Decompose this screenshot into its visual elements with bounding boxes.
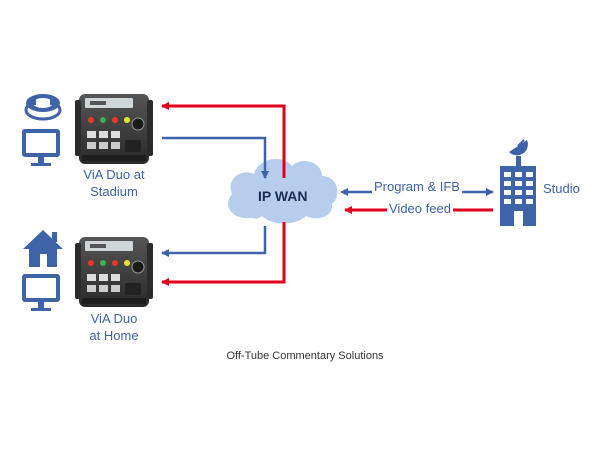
via-duo-device-home — [75, 237, 153, 307]
house-icon — [23, 230, 63, 267]
monitor-icon — [22, 129, 60, 166]
figure-caption: Off-Tube Commentary Solutions — [226, 350, 384, 362]
ip-wan-label: IP WAN — [258, 188, 308, 204]
program-ifb-arrow-head-left — [340, 188, 348, 196]
device-stadium-label-line2: Stadium — [90, 184, 138, 199]
device-stadium-label-line1: ViA Duo at — [83, 167, 145, 182]
video-feed-label: Video feed — [387, 200, 453, 217]
via-duo-device-stadium — [75, 94, 153, 164]
program-path-stadium — [162, 136, 269, 179]
program-ifb-label: Program & IFB — [372, 178, 462, 195]
cloud-icon — [228, 159, 338, 224]
program-path-home — [161, 226, 267, 257]
device-home-label-line2: at Home — [89, 328, 139, 343]
satellite-dish-icon — [509, 139, 528, 166]
stadium-icon — [24, 94, 62, 121]
video-path-stadium — [161, 102, 286, 178]
monitor-icon — [22, 274, 60, 311]
device-home-label-line1: ViA Duo — [90, 311, 138, 326]
video-path-home — [161, 222, 286, 286]
device-stadium-label: ViA Duo at Stadium — [68, 166, 160, 200]
device-home-label: ViA Duo at Home — [68, 310, 160, 344]
studio-label: Studio — [543, 181, 580, 196]
building-icon — [500, 166, 536, 226]
